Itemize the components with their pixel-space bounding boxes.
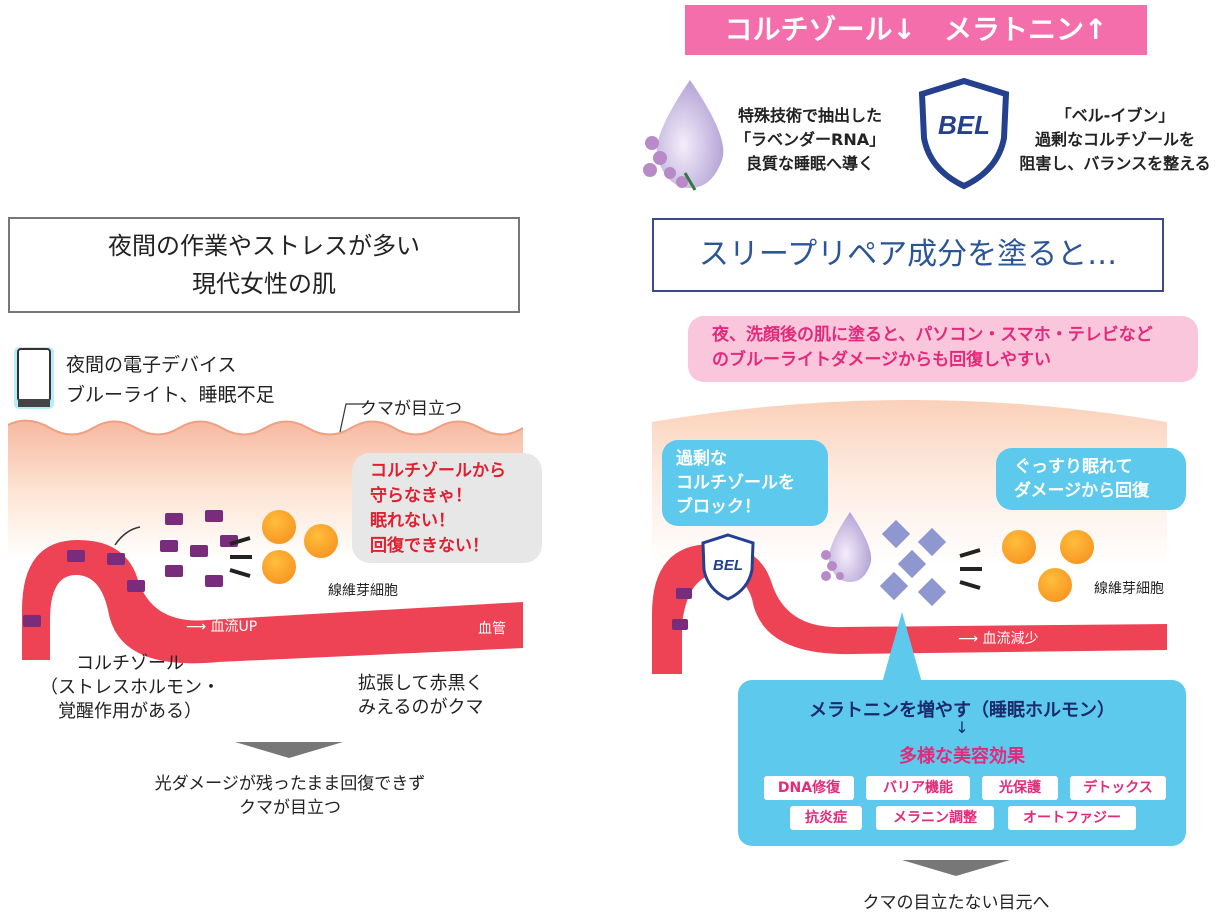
device-line1: 夜間の電子デバイス xyxy=(66,354,237,376)
arrows-right-icon-2 xyxy=(959,548,982,590)
cortisol-caption: コルチゾール （ストレスホルモン・ 覚醒作用がある） xyxy=(40,652,220,724)
bel-line2: 過剰なコルチゾールを xyxy=(1034,130,1195,149)
rna-line3: 良質な睡眠へ導く xyxy=(746,154,875,173)
lavender-drop-icon xyxy=(643,80,724,191)
left-title-line1: 夜間の作業やストレスが多い xyxy=(108,232,420,260)
dilate-line1: 拡張して赤黒く xyxy=(358,673,484,694)
melatonin-box: メラトニンを増やす（睡眠ホルモン） ↓ 多様な美容効果 DNA修復 バリア機能 … xyxy=(738,680,1186,846)
bel-small-text: BEL xyxy=(713,557,743,574)
bel-text: 「ベル-イブン」 過剰なコルチゾールを 阻害し、バランスを整える xyxy=(1008,104,1222,176)
bubble-line2: 守らなきゃ！ xyxy=(370,486,472,506)
lavender-drop-small-icon xyxy=(821,512,872,582)
melatonin-text: メラトニンを増やす（睡眠ホルモン） xyxy=(809,700,1115,721)
block-line2: コルチゾールを xyxy=(676,473,795,493)
arrows-right-icon xyxy=(229,536,252,578)
smartphone-icon xyxy=(14,347,54,409)
bubble-line1: コルチゾールから xyxy=(370,461,506,481)
pink-line1: 夜、洗顔後の肌に塗ると、パソコン・スマホ・テレビなど xyxy=(712,325,1153,345)
effects-title: 多様な美容効果 xyxy=(899,746,1025,767)
dilate-line2: みえるのがクマ xyxy=(358,697,484,718)
cortisol-molecules-right xyxy=(672,588,692,630)
left-title-box: 夜間の作業やストレスが多い 現代女性の肌 xyxy=(8,217,520,313)
right-down-arrow xyxy=(902,860,1010,876)
effect-tag: DNA修復 xyxy=(764,776,854,800)
cortisol-line2: （ストレスホルモン・ xyxy=(40,677,220,698)
effect-tag: 抗炎症 xyxy=(790,806,862,830)
effect-tag: デトックス xyxy=(1070,776,1166,800)
cortisol-molecules xyxy=(23,510,238,627)
right-result: クマの目立たない目元へ xyxy=(862,893,1050,913)
rna-line1: 特殊技術で抽出した xyxy=(738,106,883,125)
bloodflow-down-text: 血流減少 xyxy=(982,631,1039,647)
happy-face-icon xyxy=(1002,530,1036,564)
bel-line1: 「ベル-イブン」 xyxy=(1055,106,1175,125)
sad-face-icon xyxy=(262,510,296,544)
left-fibroblast-label: 線維芽細胞 xyxy=(328,583,398,599)
bubble-line3: 眠れない！ xyxy=(370,511,455,531)
left-result: 光ダメージが残ったまま回復できず クマが目立つ xyxy=(130,772,450,820)
down-arrow-icon: ↓ xyxy=(955,718,969,737)
bel-line3: 阻害し、バランスを整える xyxy=(1019,154,1211,173)
cortisol-line1: コルチゾール xyxy=(76,653,184,674)
bel-shield-small-icon: BEL xyxy=(701,533,755,601)
pink-line2: のブルーライトダメージからも回復しやすい xyxy=(712,350,1051,370)
left-down-arrow xyxy=(235,742,343,758)
sleep-bubble: ぐっすり眠れて ダメージから回復 xyxy=(996,448,1186,510)
left-speech-bubble: コルチゾールから 守らなきゃ！ 眠れない！ 回復できない！ xyxy=(352,453,542,563)
rna-line2: 「ラベンダーRNA」 xyxy=(735,130,886,149)
sleep-line1: ぐっすり眠れて xyxy=(1014,457,1133,477)
melatonin-pointer xyxy=(880,612,924,690)
melatonin-molecules xyxy=(879,519,947,607)
block-bubble: 過剰な コルチゾールを ブロック！ xyxy=(662,440,828,526)
kuma-pointer xyxy=(339,403,366,433)
block-line3: ブロック！ xyxy=(676,497,761,517)
sleep-line2: ダメージから回復 xyxy=(1014,481,1150,501)
bel-logo-text: BEL xyxy=(938,110,990,140)
right-pink-bubble: 夜、洗顔後の肌に塗ると、パソコン・スマホ・テレビなど のブルーライトダメージから… xyxy=(688,316,1198,382)
right-bloodflow-label: ⟶ 血流減少 xyxy=(958,631,1039,647)
block-line1: 過剰な xyxy=(676,449,727,469)
sad-face-icon xyxy=(262,550,296,584)
sad-face-icon xyxy=(304,524,338,558)
bubble-line4: 回復できない！ xyxy=(370,536,489,556)
left-result-line1: 光ダメージが残ったまま回復できず xyxy=(154,774,426,794)
right-fibroblast-label: 線維芽細胞 xyxy=(1094,581,1164,597)
device-text: 夜間の電子デバイス ブルーライト、睡眠不足 xyxy=(66,350,275,410)
effect-tag: 光保護 xyxy=(982,776,1058,800)
left-title-line2: 現代女性の肌 xyxy=(192,270,336,298)
left-result-line2: クマが目立つ xyxy=(239,798,341,818)
effect-tag: バリア機能 xyxy=(866,776,970,800)
banner: コルチゾール↓ メラトニン↑ xyxy=(685,5,1147,55)
left-bloodflow-label: ⟶ 血流UP xyxy=(186,619,258,635)
vessel-label: 血管 xyxy=(478,621,506,637)
effect-tag: オートファジー xyxy=(1008,806,1136,830)
bel-shield-icon: BEL xyxy=(918,78,1010,190)
rna-text: 特殊技術で抽出した 「ラベンダーRNA」 良質な睡眠へ導く xyxy=(735,104,885,176)
effect-tag: メラニン調整 xyxy=(876,806,994,830)
kuma-label: クマが目立つ xyxy=(360,399,462,419)
bloodflow-up-text: 血流UP xyxy=(210,619,258,635)
dilate-caption: 拡張して赤黒く みえるのがクマ xyxy=(358,672,483,720)
device-line2: ブルーライト、睡眠不足 xyxy=(66,384,275,406)
happy-face-icon xyxy=(1060,530,1094,564)
happy-face-icon xyxy=(1038,568,1072,602)
right-title-box: スリープリペア成分を塗ると… xyxy=(652,218,1164,292)
cortisol-line3: 覚醒作用がある） xyxy=(58,701,202,722)
